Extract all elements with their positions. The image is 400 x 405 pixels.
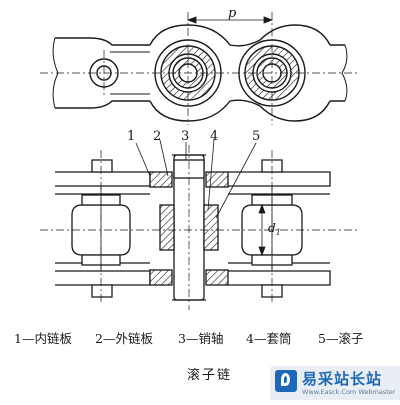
callout-4: 4 (210, 129, 218, 144)
watermark-title: 易采站长站 (302, 370, 383, 388)
pitch-dimension (186, 16, 274, 24)
watermark: 易采站长站 Www.Easck.Com Webmaster (270, 366, 400, 400)
callout-2: 2 (153, 129, 161, 144)
legend-item-bushing: 4—套筒 (246, 331, 292, 346)
roller-diameter-label: d1 (268, 221, 281, 237)
pitch-label: p (228, 6, 237, 21)
chain-section-view (55, 154, 331, 301)
callout-numbers: 1 2 3 4 5 (127, 129, 260, 144)
easck-logo-icon (275, 370, 297, 392)
callout-5: 5 (252, 129, 260, 144)
callout-1: 1 (127, 129, 135, 144)
centerlines-top (40, 12, 360, 125)
legend-item-inner-plate: 1—内链板 (14, 331, 72, 346)
parts-legend: 1—内链板 2—外链板 3—销轴 4—套筒 5—滚子 (0, 328, 400, 348)
callout-leaders (135, 139, 257, 219)
legend-item-outer-plate: 2—外链板 (95, 331, 153, 346)
figure-caption: 滚子链 (187, 368, 233, 383)
roller-diameter-dimension (258, 203, 266, 257)
centerlines-section (40, 145, 360, 310)
callout-3: 3 (181, 129, 189, 144)
legend-item-pin: 3—销轴 (178, 331, 224, 346)
legend-item-roller: 5—滚子 (318, 331, 364, 346)
watermark-subtitle: Www.Easck.Com Webmaster (302, 388, 396, 396)
